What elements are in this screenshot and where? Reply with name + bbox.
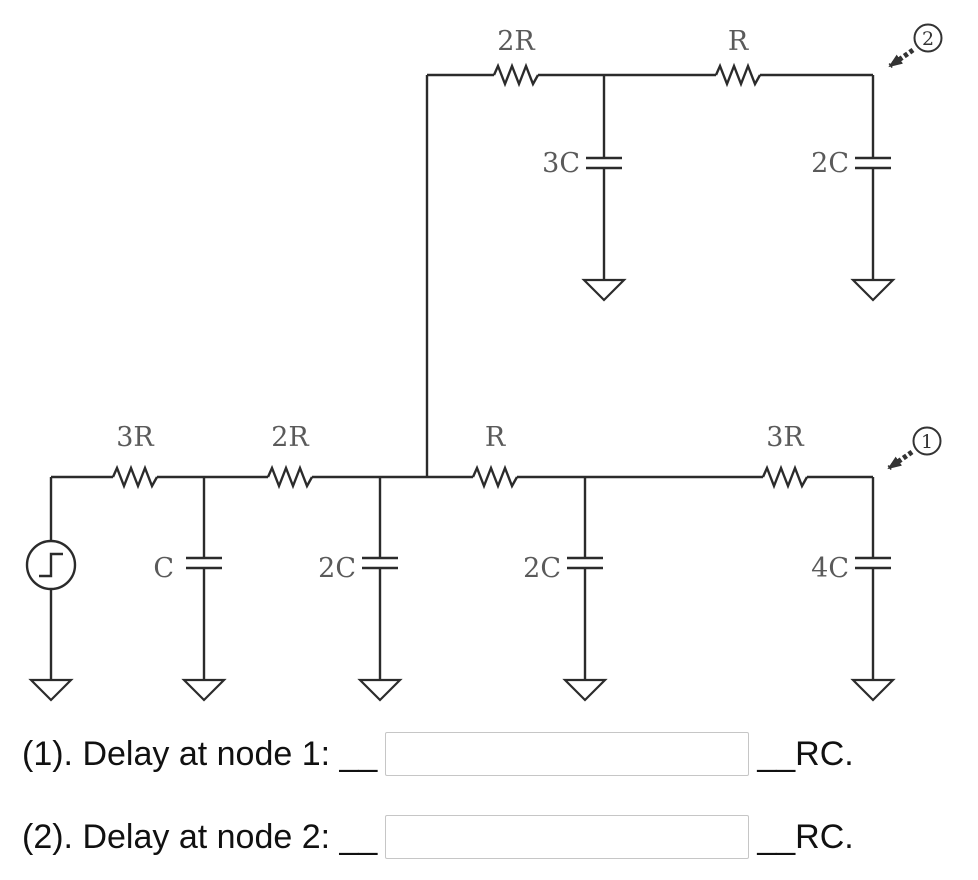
ground-icon [581, 278, 627, 302]
ground-icon [562, 678, 608, 702]
capacitor-label: 4C [811, 553, 849, 584]
ground-icon [850, 678, 896, 702]
question-1-row: (1). Delay at node 1: __ __RC. [22, 728, 854, 780]
capacitor-label: 2C [523, 553, 561, 584]
ground-icon [357, 678, 403, 702]
capacitor-label: 2C [811, 148, 849, 179]
node-1-arrow-icon [887, 449, 914, 471]
capacitor-2c-top [855, 156, 891, 170]
resistor-label: R [728, 26, 749, 57]
step-source-icon [25, 539, 77, 591]
resistor-r-bottom [471, 464, 519, 490]
resistor-2r-bottom [266, 464, 314, 490]
ground-icon [181, 678, 227, 702]
resistor-label: 2R [271, 422, 309, 453]
wire-network [49, 73, 875, 680]
delay-node-1-input[interactable] [385, 732, 750, 776]
node-2-arrow-icon [888, 47, 915, 69]
capacitor-label: C [153, 553, 174, 584]
delay-node-2-input[interactable] [385, 815, 750, 859]
node-1-label: 1 [921, 431, 933, 453]
resistor-2r-top [492, 62, 540, 88]
circuit-diagram: 2R R 3C 2C 3R 2R R 3R C 2C 2C 4C 2 1 [25, 23, 943, 702]
ground-icon [28, 678, 74, 702]
capacitor-2c-bottom-left [362, 556, 398, 570]
resistor-label: 3R [116, 422, 154, 453]
capacitor-label: 3C [542, 148, 580, 179]
question-1-prefix: (1). Delay at node 1: __ [22, 734, 378, 773]
resistor-label: 3R [766, 422, 804, 453]
resistor-label: 2R [497, 26, 535, 57]
capacitor-3c [586, 156, 622, 170]
question-2-prefix: (2). Delay at node 2: __ [22, 817, 378, 856]
resistor-3r-bottom-right [761, 464, 809, 490]
capacitor-c [186, 556, 222, 570]
capacitor-label: 2C [318, 553, 356, 584]
resistor-3r-bottom-left [111, 464, 159, 490]
capacitor-2c-bottom-mid [567, 556, 603, 570]
capacitor-4c [855, 556, 891, 570]
node-2-marker: 2 [888, 23, 943, 69]
node-1-marker: 1 [887, 426, 942, 471]
question-2-suffix: __RC. [757, 817, 854, 856]
ground-icon [850, 278, 896, 302]
node-2-label: 2 [922, 28, 934, 50]
resistor-r-top [714, 62, 762, 88]
resistor-label: R [485, 422, 506, 453]
question-2-row: (2). Delay at node 2: __ __RC. [22, 811, 854, 863]
question-1-suffix: __RC. [757, 734, 854, 773]
